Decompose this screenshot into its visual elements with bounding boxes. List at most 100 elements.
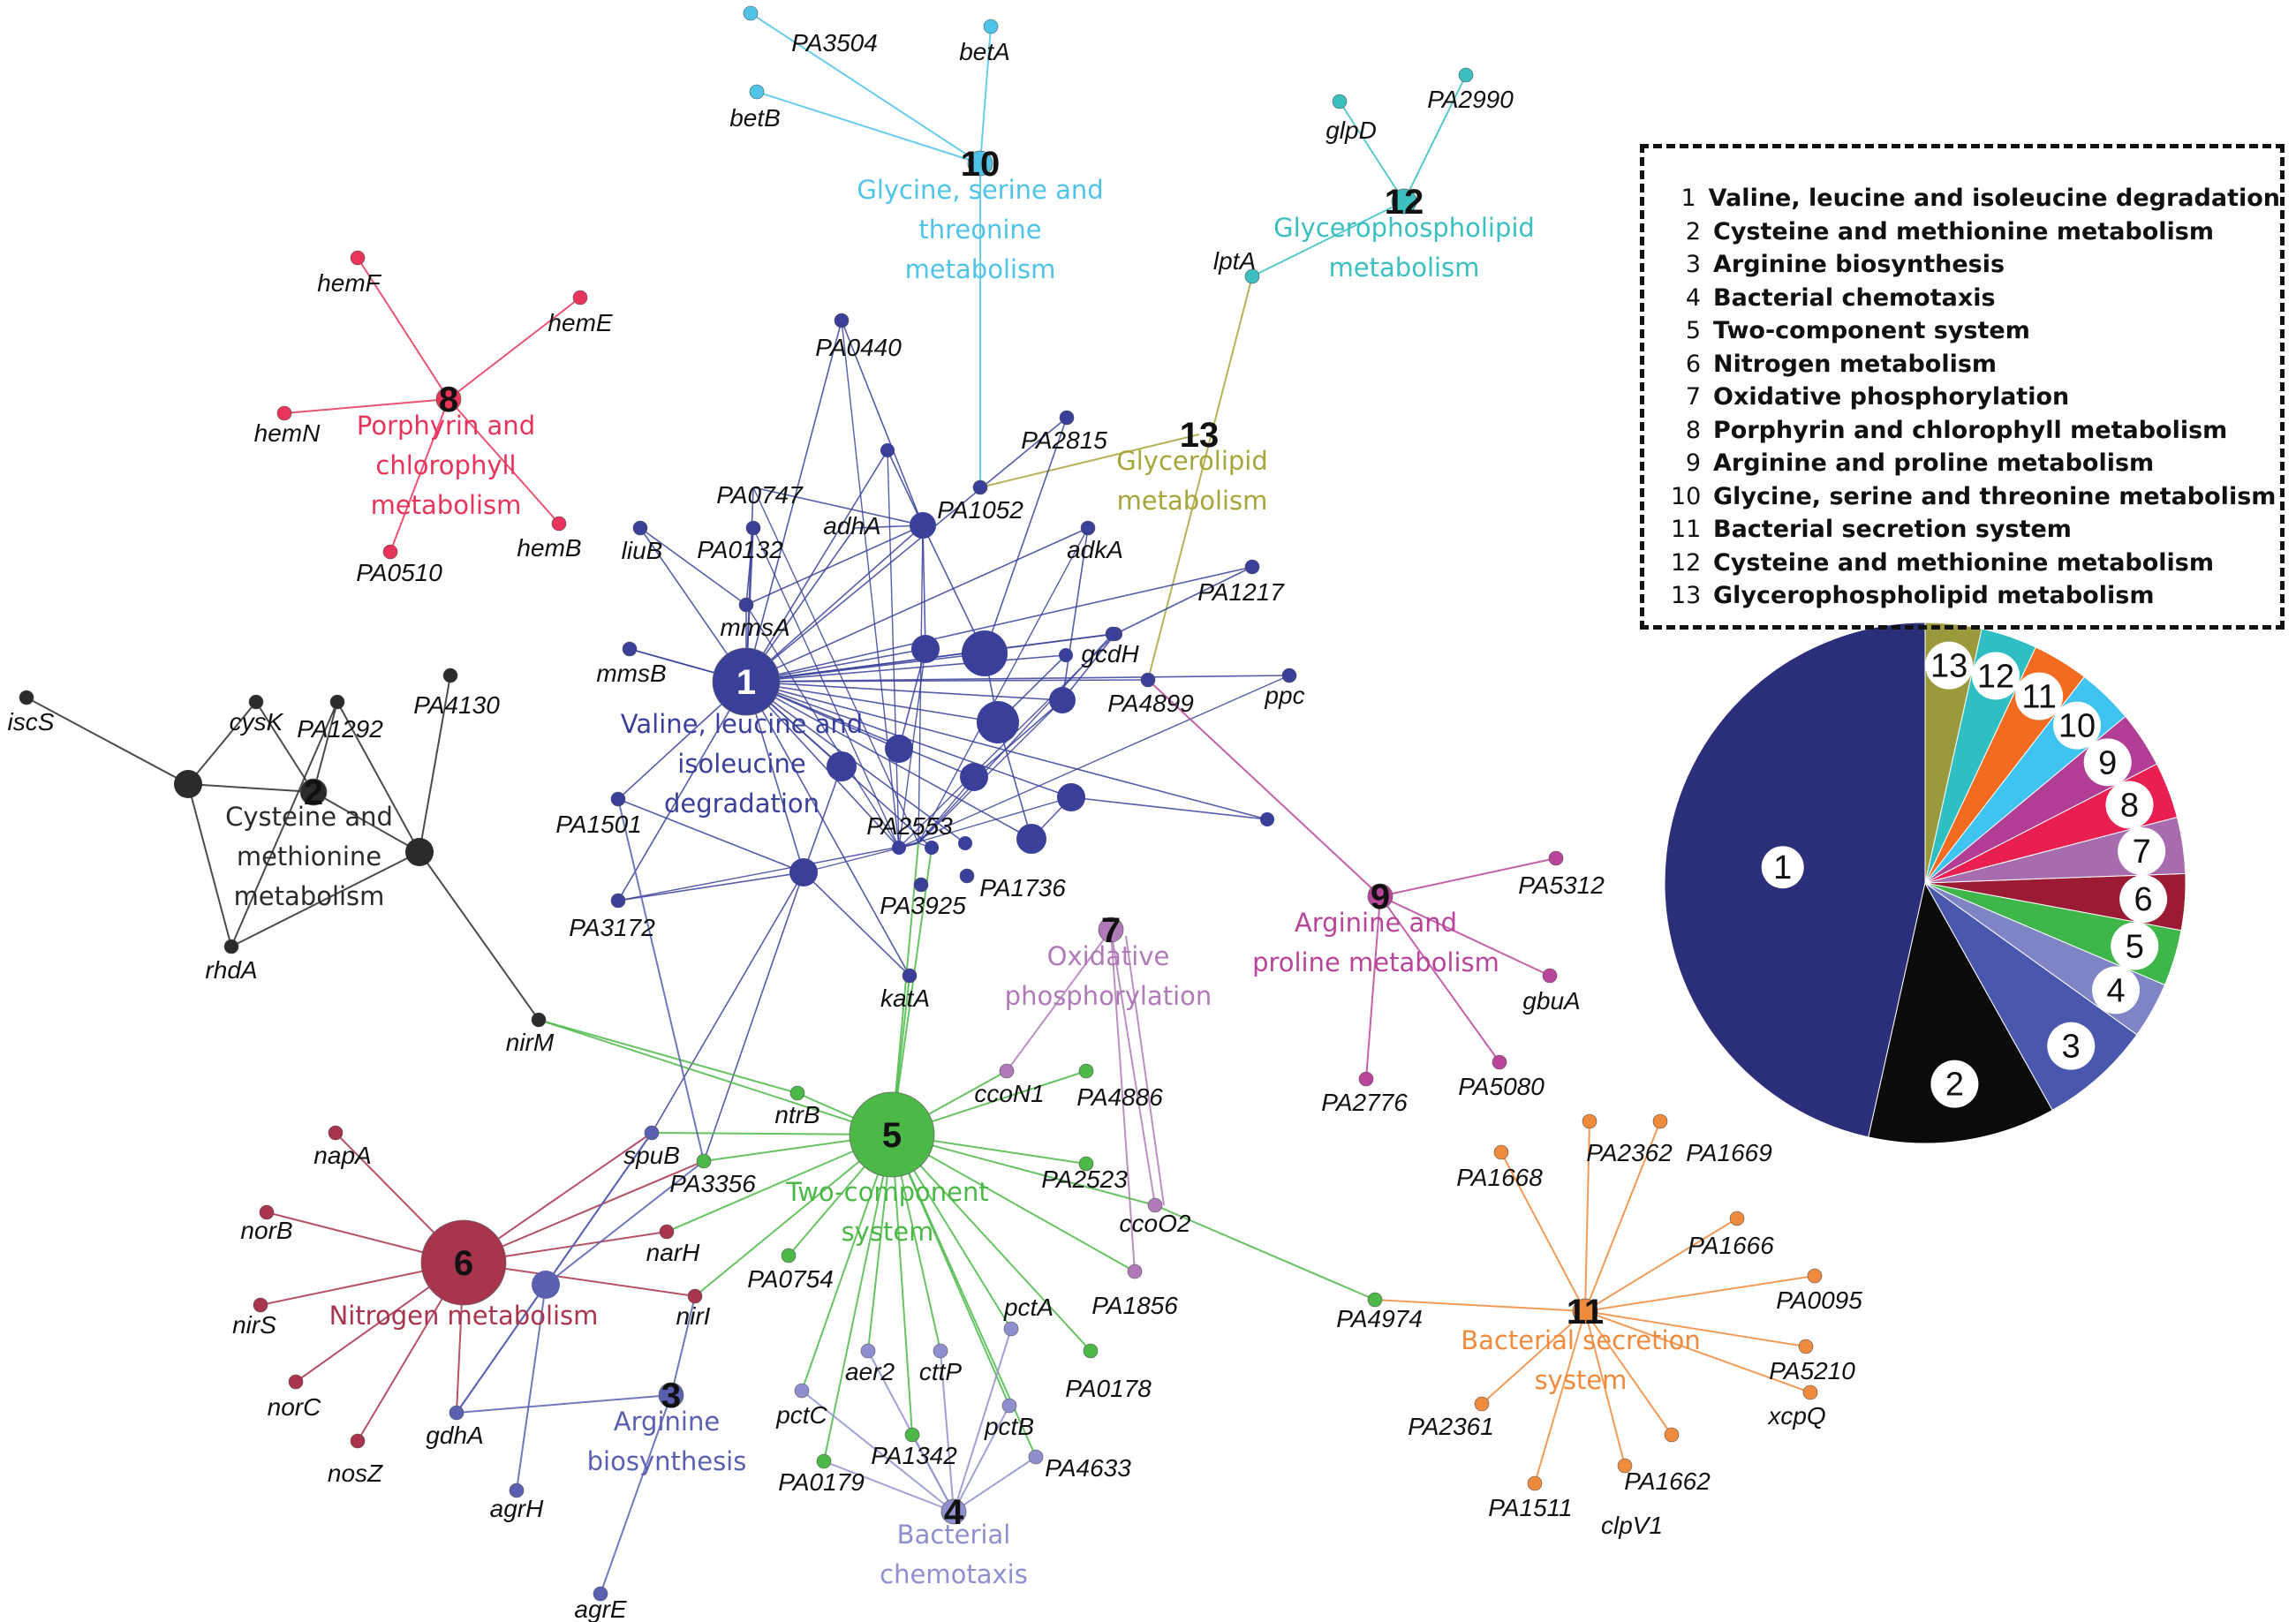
gene-label: PA1501	[555, 811, 642, 838]
gene-node-PA1052: PA1052	[937, 479, 1023, 524]
gene-label: PA2776	[1321, 1089, 1408, 1116]
gene-dot	[622, 641, 638, 657]
gene-node-PA2776: PA2776	[1321, 1071, 1408, 1116]
cluster-name-line: Arginine	[614, 1407, 720, 1437]
cluster-hub-node	[712, 647, 781, 716]
cluster-name-line: Glycerophospholipid	[1273, 213, 1535, 243]
gene-label: PA0178	[1065, 1375, 1152, 1402]
gene-node-unlabeled	[827, 751, 857, 781]
cluster-name-line: chemotaxis	[880, 1559, 1028, 1589]
gene-node-unlabeled	[532, 1271, 560, 1299]
cluster-name-line: Glycine, serine and	[857, 175, 1103, 205]
cluster-name-line: system	[1535, 1365, 1628, 1395]
gene-node-unlabeled	[960, 763, 988, 791]
gene-dot	[1001, 1398, 1017, 1414]
gene-label: PA4974	[1336, 1305, 1423, 1332]
cluster-name-line: Cysteine and	[225, 802, 393, 832]
cluster-name-line: proline metabolism	[1252, 947, 1499, 977]
gene-label: PA0754	[747, 1265, 834, 1293]
gene-node-PA3504: PA3504	[743, 5, 878, 57]
gene-dot	[1083, 1343, 1099, 1359]
gene-dot	[1078, 1063, 1094, 1079]
gene-label: PA2815	[1021, 426, 1107, 454]
pie-slice-6: 6	[1924, 872, 2186, 932]
pie-slice-label: 2	[1945, 1067, 1964, 1104]
gene-label: PA5080	[1458, 1073, 1545, 1100]
gene-dot	[696, 1153, 712, 1169]
gene-dot	[350, 250, 366, 266]
cluster-number: 2	[304, 773, 323, 812]
gene-node-mmsB: mmsB	[596, 641, 667, 687]
gene-node-norC: norC	[268, 1374, 321, 1421]
gene-node-pctB: pctB	[984, 1398, 1034, 1440]
gene-node-clpV1: clpV1	[1601, 1458, 1663, 1539]
gene-label: PA3356	[669, 1170, 756, 1197]
legend-number: 1	[1680, 185, 1696, 213]
gene-node-PA2362: PA2362	[1582, 1113, 1673, 1166]
gene-label: hemE	[548, 309, 612, 336]
gene-node-unlabeled	[1049, 687, 1076, 713]
pie-label-badge	[1930, 1060, 1979, 1108]
gene-dot	[1493, 1144, 1509, 1160]
gene-dot	[794, 1383, 810, 1399]
cluster-hub-node	[420, 1219, 507, 1306]
pie-slice-label: 6	[2134, 881, 2153, 918]
gene-dot	[610, 791, 626, 807]
gene-dot	[1367, 1292, 1383, 1308]
gene-node-hemB: hemB	[517, 516, 582, 562]
gene-dot	[1028, 1449, 1044, 1465]
gene-node-PA1292: PA1292	[297, 694, 383, 743]
gene-label: iscS	[8, 708, 55, 736]
cluster-name-line: system	[842, 1217, 934, 1247]
gene-dot	[904, 1427, 920, 1443]
gene-node-liuB: liuB	[622, 520, 662, 564]
gene-dot	[328, 1125, 344, 1141]
legend-label: Valine, leucine and isoleucine degradati…	[1708, 185, 2280, 213]
gene-node-betA: betA	[959, 19, 1010, 65]
gene-dot	[1802, 1384, 1818, 1400]
gene-node-PA4899: PA4899	[1107, 672, 1194, 717]
pie-slice-9: 9	[1924, 715, 2158, 884]
gene-node-xcpQ: xcpQ	[1766, 1384, 1826, 1430]
gene-node-nirI: nirI	[676, 1288, 711, 1330]
legend-label: Glycine, serine and threonine metabolism	[1713, 482, 2277, 510]
pie-slice-label: 4	[2106, 972, 2125, 1009]
gene-node-unlabeled	[174, 770, 202, 798]
gene-label: PA3172	[569, 914, 655, 941]
gene-node-mmsA: mmsA	[720, 597, 790, 641]
gene-label: napA	[313, 1142, 371, 1169]
gene-dot	[509, 1482, 525, 1498]
gene-label: PA0132	[697, 536, 783, 563]
gene-node-PA3356: PA3356	[669, 1153, 756, 1197]
gene-node-aer2: aer2	[845, 1343, 895, 1385]
gene-node-hemE: hemE	[548, 290, 613, 336]
cluster-number: 5	[882, 1116, 902, 1155]
pie-slice-label: 12	[1977, 658, 2014, 695]
legend-number: 12	[1671, 548, 1702, 577]
gene-node-iscS: iscS	[8, 690, 55, 736]
gene-label: norB	[240, 1217, 292, 1244]
gene-dot	[1492, 1054, 1507, 1070]
legend-label: Arginine and proline metabolism	[1713, 449, 2155, 478]
cluster-number: 10	[961, 145, 1001, 184]
gene-dot	[551, 516, 567, 532]
gene-label: PA1666	[1688, 1232, 1774, 1259]
gene-dot	[902, 968, 918, 984]
gene-node-PA1856: PA1856	[1091, 1264, 1178, 1319]
gene-label: PA1856	[1091, 1292, 1178, 1319]
gene-dot	[610, 893, 626, 909]
gene-dot	[644, 1125, 660, 1141]
gene-node-PA0747: PA0747	[716, 481, 804, 509]
gene-label: hemN	[254, 419, 321, 447]
gene-label: betA	[959, 38, 1010, 65]
gene-node-PA0440: PA0440	[815, 313, 902, 361]
